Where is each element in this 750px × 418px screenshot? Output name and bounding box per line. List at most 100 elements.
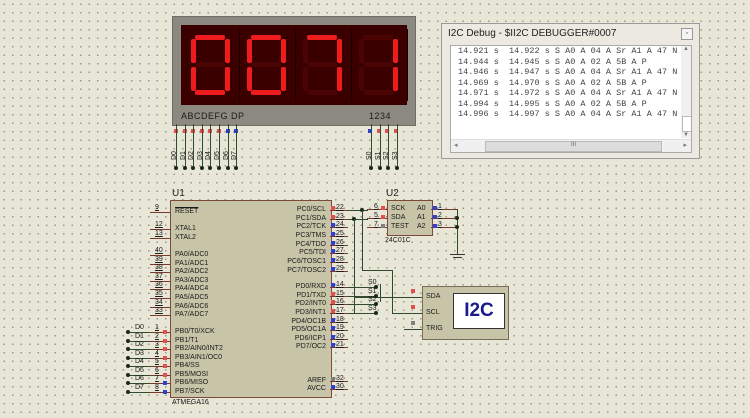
u1-pin-num: 17 xyxy=(336,307,344,314)
u1-pin-stub xyxy=(150,383,170,384)
u1-pin-stub xyxy=(330,245,348,246)
u1-pin-stub xyxy=(330,389,348,390)
eeprom-chip[interactable] xyxy=(387,200,433,236)
u2-pin-stub xyxy=(367,209,387,210)
junction-dot xyxy=(377,166,382,170)
u1-pin-stub xyxy=(330,322,348,323)
pin-state xyxy=(331,377,335,381)
pin-state-S0 xyxy=(368,129,372,133)
pin-label-S3: S3 xyxy=(391,151,399,160)
pin-state xyxy=(381,224,385,228)
u1-pin-stub xyxy=(150,332,170,333)
u1-pin-pc4-tdo: PC4/TDO xyxy=(295,241,326,248)
pin-state xyxy=(411,289,415,293)
junction-dot xyxy=(208,166,213,170)
i2c-debugger-instrument[interactable]: I2C xyxy=(422,286,509,340)
segment-c xyxy=(281,67,286,91)
net-wire xyxy=(128,366,150,367)
u1-pin-stub xyxy=(330,296,348,297)
u1-pin-num: 26 xyxy=(336,239,344,246)
pin-state xyxy=(331,215,335,219)
digit-1 xyxy=(185,29,240,101)
digit-4 xyxy=(353,29,408,101)
segment-f xyxy=(247,39,252,63)
pin-wire-D3 xyxy=(201,124,203,168)
pin-state xyxy=(433,224,437,228)
u1-pin-stub xyxy=(330,262,348,263)
u1-pin-pa7-adc7: PA7/ADC7 xyxy=(175,311,209,318)
atmega16-chip[interactable] xyxy=(170,200,332,398)
window-title: I2C Debug - $II2C DEBUGGER#0007 xyxy=(448,28,617,39)
pin-wire-D5 xyxy=(219,124,220,168)
pin-wire-S0 xyxy=(371,124,372,168)
pin-label-D2: D2 xyxy=(188,151,196,160)
u1-pin-pc0-scl: PC0/SCL xyxy=(296,206,326,213)
u1-pin-num: 19 xyxy=(336,324,344,331)
u1-pin-num: 37 xyxy=(155,273,163,280)
pin-wire-S2 xyxy=(388,124,390,168)
u2-pin-num: 2 xyxy=(438,212,442,219)
segment-f xyxy=(303,39,308,63)
pin-state xyxy=(163,373,167,377)
log-row: 14.994 s 14.995 s S A0 A 02 A 5B A P xyxy=(458,98,647,109)
debug-log[interactable]: 14.921 s 14.922 s S A0 A 04 A Sr A1 A 47… xyxy=(450,45,692,153)
display-screen xyxy=(181,25,408,105)
u1-pin-num: 33 xyxy=(155,307,163,314)
pin-state xyxy=(331,309,335,313)
u1-pin-num: 9 xyxy=(155,204,159,211)
u2-pin-a0: A0 xyxy=(417,205,426,212)
segment-c xyxy=(225,67,230,91)
pin-wire-S3 xyxy=(396,124,398,168)
pin-label-D6: D6 xyxy=(222,151,230,160)
u1-pin-pc5-tdi: PC5/TDI xyxy=(299,249,326,256)
vertical-scrollbar[interactable]: ▲ ▼ xyxy=(681,46,691,138)
u1-pin-num: 18 xyxy=(336,316,344,323)
segment-b xyxy=(225,39,230,63)
u2-pin-a1: A1 xyxy=(417,214,426,221)
pin-state xyxy=(331,292,335,296)
pin-wire-D2 xyxy=(193,124,195,168)
u2-pin-stub xyxy=(431,209,457,210)
junction-dot xyxy=(386,166,391,170)
u1-pin-num: 3 xyxy=(155,341,159,348)
u1-pin-pa4-adc4: PA4/ADC4 xyxy=(175,285,209,292)
pin-state xyxy=(331,283,335,287)
u1-pin-pc3-tms: PC3/TMS xyxy=(295,232,326,239)
u1-pin-pb2-ain0-int2: PB2/AIN0/INT2 xyxy=(175,345,223,352)
seven-segment-display[interactable]: ABCDEFG DP 1234 xyxy=(172,16,416,126)
scl-bus xyxy=(392,313,404,314)
junction-dot xyxy=(369,166,373,170)
horizontal-scrollbar[interactable]: ◂ III ▸ xyxy=(451,139,691,152)
u1-pin-num: 34 xyxy=(155,299,163,306)
pin-state xyxy=(163,381,167,385)
u1-pin-aref: AREF xyxy=(307,377,326,384)
u1-pin-pc2-tck: PC2/TCK xyxy=(296,223,326,230)
net-wire xyxy=(128,358,150,359)
pin-label-D5: D5 xyxy=(214,151,221,160)
u1-pin-num: 5 xyxy=(155,358,159,365)
segment-e xyxy=(303,67,308,91)
segment-d xyxy=(307,90,337,95)
u1-pin-num: 16 xyxy=(336,298,344,305)
restore-icon[interactable]: ▫ xyxy=(681,28,693,40)
net-wire xyxy=(128,332,150,333)
pin-state xyxy=(331,326,335,330)
i2c-debug-window[interactable]: I2C Debug - $II2C DEBUGGER#0007 ▫ 14.921… xyxy=(441,23,700,159)
u1-pin-stub xyxy=(330,381,348,382)
net-label-D6: D6 xyxy=(135,375,144,382)
pin-state xyxy=(331,343,335,347)
sda-bus xyxy=(354,297,404,298)
pin-state xyxy=(331,249,335,253)
u1-pin-stub xyxy=(150,289,170,290)
pin-wire-D1 xyxy=(184,124,186,168)
u1-pin-num: 22 xyxy=(336,204,344,211)
u1-pin-stub xyxy=(330,236,348,237)
u1-pin-pd0-rxd: PD0/RXD xyxy=(295,283,326,290)
net-wire xyxy=(128,392,150,393)
sda-wire xyxy=(348,219,368,220)
segment-b xyxy=(393,39,398,63)
junction-dot xyxy=(374,302,378,306)
scl-bus xyxy=(362,210,363,270)
u1-pin-stub xyxy=(150,315,170,316)
u1-pin-pc6-tosc1: PC6/TOSC1 xyxy=(287,258,326,265)
